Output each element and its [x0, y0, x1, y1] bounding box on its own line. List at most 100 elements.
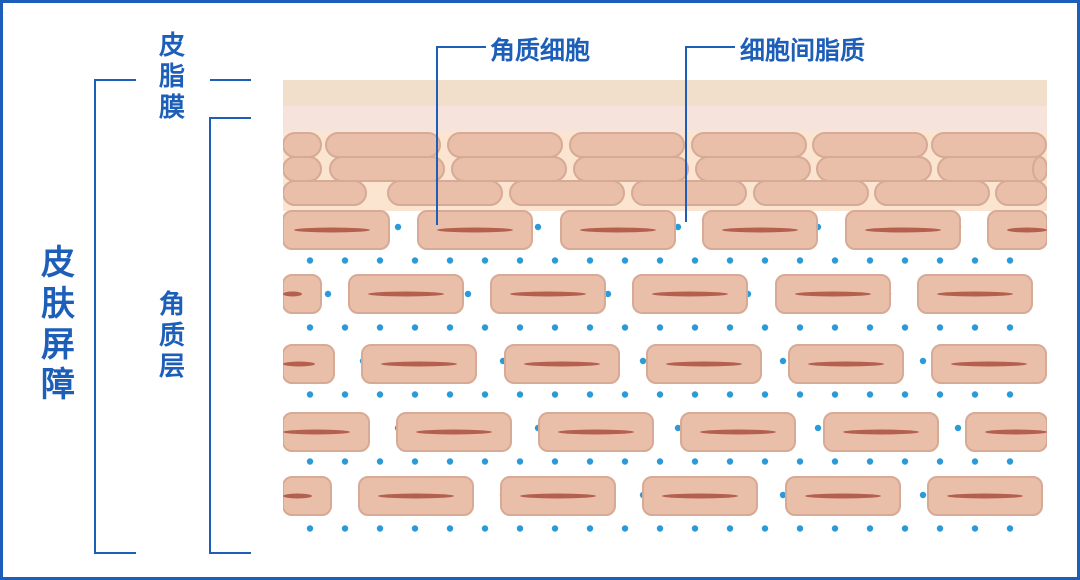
corneocyte-nucleus: [510, 291, 586, 297]
corneocyte-nucleus: [700, 429, 776, 435]
corneocyte-nucleus: [662, 493, 738, 499]
lipid-dot: [656, 257, 664, 264]
lipid-dot: [411, 391, 419, 398]
corneocyte-nucleus: [283, 429, 350, 435]
lipid-dot: [901, 391, 909, 398]
lipid-dot: [516, 324, 524, 331]
lipid-dot: [516, 391, 524, 398]
lipid-dot: [341, 458, 349, 465]
lipid-dot: [726, 525, 734, 532]
corneocyte-flat: [387, 180, 503, 206]
lipid-dot: [901, 525, 909, 532]
corneocyte-flat: [1032, 156, 1047, 182]
corneocyte-nucleus: [843, 429, 919, 435]
lipid-dot: [481, 525, 489, 532]
lipid-dot: [376, 257, 384, 264]
corneocyte-flat: [283, 180, 367, 206]
lipid-dot: [341, 324, 349, 331]
corneocyte-nucleus: [580, 227, 656, 233]
lipid-dot: [446, 391, 454, 398]
corneocyte-nucleus: [865, 227, 941, 233]
lipid-dot: [901, 458, 909, 465]
lipid-dot: [621, 257, 629, 264]
lipid-dot: [1006, 458, 1014, 465]
lipid-dot: [1006, 324, 1014, 331]
lipid-pointer: [685, 46, 735, 222]
sebum-film-label: 皮脂膜: [158, 31, 185, 124]
lipid-dot: [831, 324, 839, 331]
corneocyte-flat: [816, 156, 932, 182]
lipid-dot: [971, 458, 979, 465]
lipid-dot: [866, 391, 874, 398]
corneocyte-nucleus: [437, 227, 513, 233]
lipid-dot: [411, 458, 419, 465]
corneocyte-nucleus: [808, 361, 884, 367]
lipid-dot: [936, 324, 944, 331]
corneocyte-nucleus: [722, 227, 798, 233]
lipid-dot: [516, 458, 524, 465]
lipid-dot: [621, 391, 629, 398]
lipid-dot: [796, 324, 804, 331]
lipid-dot: [936, 391, 944, 398]
lipid-dot: [604, 290, 612, 298]
lipid-dot: [534, 223, 542, 231]
lipid-dot: [971, 525, 979, 532]
sebum-film-top: [283, 80, 1047, 106]
corneocyte-nucleus: [520, 493, 596, 499]
lipid-dot: [936, 525, 944, 532]
corneocyte-flat: [509, 180, 625, 206]
lipid-dot: [919, 491, 927, 499]
lipid-dot: [971, 324, 979, 331]
lipid-dot: [814, 424, 822, 432]
corneocyte-nucleus: [558, 429, 634, 435]
lipid-dot: [1006, 257, 1014, 264]
lipid-dot: [586, 458, 594, 465]
corneocyte-nucleus: [985, 429, 1047, 435]
lipid-dot: [761, 324, 769, 331]
lipid-dot: [901, 257, 909, 264]
lipid-dot: [376, 391, 384, 398]
lipid-dot: [691, 324, 699, 331]
lipid-dot: [796, 391, 804, 398]
lipid-dot: [639, 357, 647, 365]
lipid-dot: [674, 424, 682, 432]
lipid-dot: [411, 324, 419, 331]
lipid-dot: [726, 257, 734, 264]
lipid-dot: [726, 391, 734, 398]
lipid-dot: [691, 525, 699, 532]
corneocyte-nucleus: [805, 493, 881, 499]
corneocyte-nucleus: [937, 291, 1013, 297]
lipid-dot: [324, 290, 332, 298]
lipid-dot: [376, 458, 384, 465]
diagram-canvas: [94, 46, 1047, 554]
lipid-dot: [446, 525, 454, 532]
corneocyte-nucleus: [283, 291, 302, 297]
corneocyte-flat: [874, 180, 990, 206]
lipid-dot: [779, 491, 787, 499]
lipid-dot: [481, 391, 489, 398]
lipid-dot: [726, 324, 734, 331]
lipid-dot: [516, 525, 524, 532]
corneocyte-flat: [691, 132, 807, 158]
lipid-dot: [1006, 525, 1014, 532]
lipid-dot: [779, 357, 787, 365]
lipid-dot: [901, 324, 909, 331]
lipid-dot: [306, 525, 314, 532]
lipid-dot: [621, 458, 629, 465]
corneocyte-flat: [569, 132, 685, 158]
corneocyte-flat: [447, 132, 563, 158]
lipid-dot: [831, 525, 839, 532]
lipid-dot: [586, 391, 594, 398]
stratum-corneum-bracket: [209, 117, 251, 554]
corneocyte-nucleus: [666, 361, 742, 367]
lipid-dot: [446, 324, 454, 331]
lipid-dot: [761, 458, 769, 465]
lipid-dot: [656, 324, 664, 331]
lipid-dot: [586, 324, 594, 331]
lipid-dot: [866, 458, 874, 465]
lipid-dot: [656, 391, 664, 398]
lipid-dot: [551, 324, 559, 331]
intercellular-lipid-label: 细胞间脂质: [740, 36, 866, 65]
lipid-dot: [376, 324, 384, 331]
corneocyte-flat: [451, 156, 567, 182]
